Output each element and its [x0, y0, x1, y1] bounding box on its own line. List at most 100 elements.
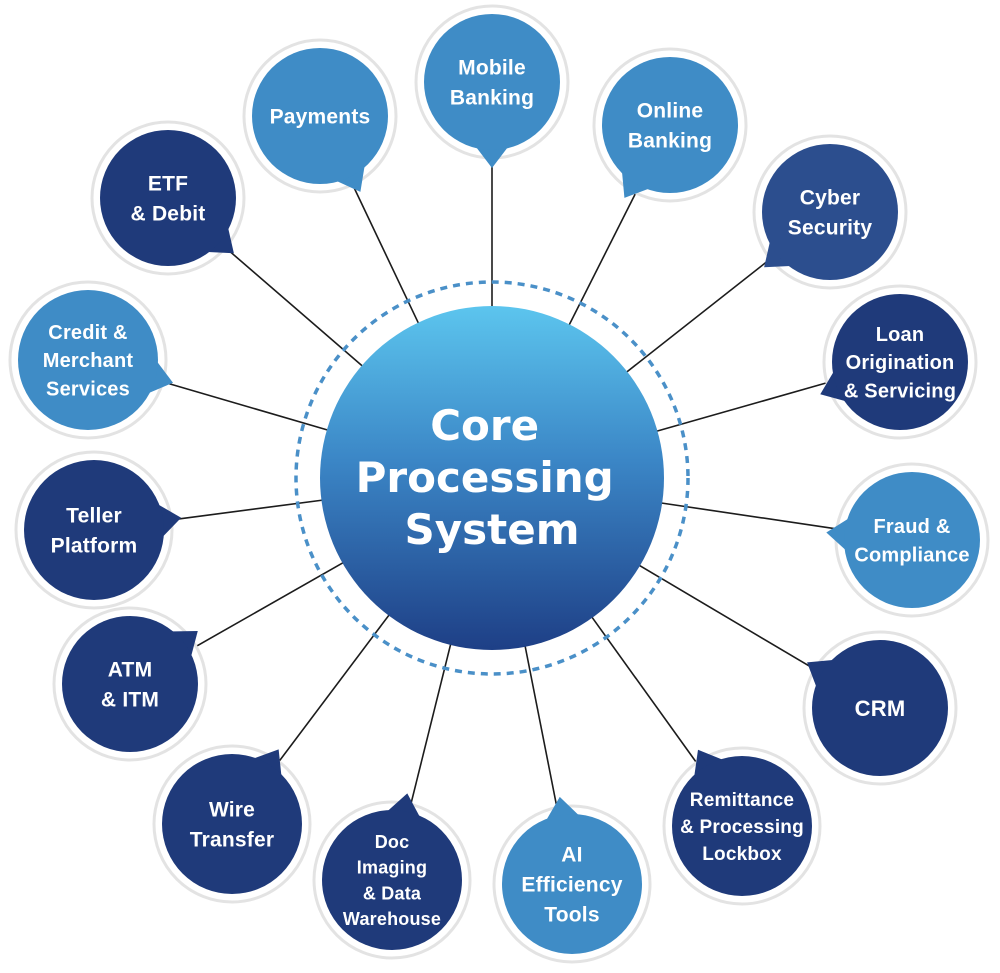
node-label-line: Doc — [375, 832, 410, 852]
node-circle — [672, 756, 812, 896]
node-label-line: Loan — [876, 324, 925, 346]
node-label: ATM & ITM — [101, 659, 159, 712]
node-label-line: Credit & — [48, 322, 127, 344]
node-circle — [762, 144, 898, 280]
core-circle — [320, 306, 664, 650]
core-dashed-ring — [294, 280, 690, 676]
node-label-line: Platform — [51, 534, 138, 557]
node-label-line: AI — [561, 844, 582, 867]
connector-line-remittance-processing-lockbox — [588, 612, 698, 764]
node-label-line: Mobile — [458, 57, 526, 80]
node-circle — [252, 48, 388, 184]
node-atm-itm: ATM & ITM — [52, 606, 208, 762]
node-circle — [62, 616, 198, 752]
node-etf-debit: ETF & Debit — [90, 120, 246, 276]
connector-line-atm-itm — [195, 559, 349, 648]
node-label-line: Cyber — [800, 187, 861, 210]
node-label-line: Security — [788, 216, 873, 239]
node-circle — [424, 14, 560, 150]
node-label-line: & Processing — [680, 817, 804, 838]
node-label-line: Teller — [66, 505, 122, 528]
node-fraud-compliance: Fraud & Compliance — [826, 462, 990, 618]
node-circle — [18, 290, 158, 430]
node-label-line: Efficiency — [521, 874, 622, 897]
connector-line-payments — [351, 184, 422, 329]
node-label-line: Merchant — [43, 350, 134, 372]
node-crm: CRM — [802, 630, 958, 786]
node-label-line: Banking — [628, 129, 712, 152]
node-label: ETF & Debit — [131, 173, 206, 226]
core-title: Core Processing System — [356, 401, 629, 554]
node-circle — [812, 640, 948, 776]
connector-line-etf-debit — [224, 247, 367, 371]
core-title-line: Processing — [356, 453, 614, 502]
core-processing-system: Core Processing System — [294, 280, 690, 676]
node-label-line: Services — [46, 379, 130, 401]
node-circle — [832, 294, 968, 430]
node-label-line: Compliance — [854, 544, 969, 566]
connector-line-credit-merchant-services — [162, 381, 333, 433]
core-title-line: System — [405, 505, 580, 554]
node-label-line: Transfer — [190, 828, 274, 851]
node-circle — [24, 460, 164, 600]
node-circle — [162, 754, 302, 894]
node-label-line: Banking — [450, 86, 534, 109]
node-label-line: & Data — [363, 883, 422, 903]
node-label-line: ETF — [148, 173, 188, 196]
node-label-line: Remittance — [690, 790, 794, 811]
connector-line-cyber-security — [621, 258, 771, 376]
node-label: Payments — [270, 106, 371, 129]
node-label-line: Wire — [209, 799, 255, 822]
node-bubble-tail — [473, 143, 511, 168]
node-label-line: Warehouse — [343, 909, 441, 929]
node-label-line: & Debit — [131, 202, 206, 225]
node-circle — [502, 814, 642, 954]
connector-line-teller-platform — [171, 498, 328, 521]
node-circle — [844, 472, 980, 608]
node-label-line: Fraud & — [874, 516, 951, 538]
node-label-line: Imaging — [357, 858, 427, 878]
core-title-line: Core — [430, 401, 539, 450]
node-circle — [100, 130, 236, 266]
connector-line-crm — [634, 561, 816, 670]
connector-line-ai-efficiency-tools — [523, 640, 558, 808]
node-circle — [322, 810, 462, 950]
connector-line-online-banking — [566, 192, 637, 331]
node-label-line: ATM — [108, 659, 153, 682]
node-label-line: CRM — [855, 696, 906, 721]
node-label-line: Tools — [544, 903, 599, 926]
node-label: Fraud & Compliance — [854, 516, 969, 566]
node-label-line: & Servicing — [844, 381, 956, 403]
node-label: CRM — [855, 696, 906, 721]
node-label-line: & ITM — [101, 688, 159, 711]
connector-line-loan-origination-servicing — [651, 382, 828, 434]
node-label-line: Online — [637, 100, 704, 123]
node-label-line: Lockbox — [702, 844, 782, 865]
node-label-line: Payments — [270, 106, 371, 129]
node-label-line: Origination — [846, 352, 955, 374]
connector-line-fraud-compliance — [656, 501, 837, 530]
node-payments: Payments — [242, 38, 398, 194]
